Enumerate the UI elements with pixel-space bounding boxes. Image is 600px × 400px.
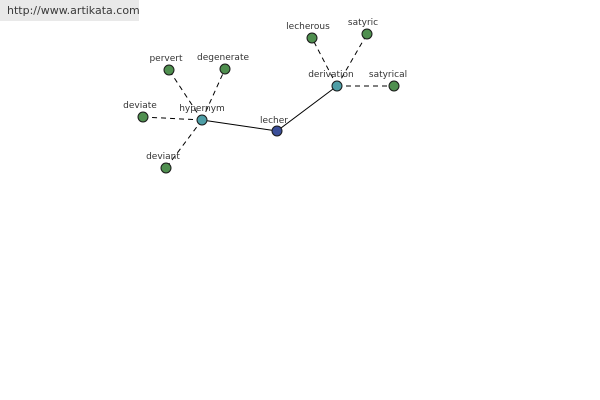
graph-nodes	[137, 28, 400, 174]
node-label-lecher: lecher	[260, 116, 288, 126]
node-label-satyric: satyric	[348, 18, 378, 28]
edge-hypernym-deviant	[165, 119, 203, 169]
edge-lecher-hypernym	[201, 119, 278, 132]
source-url-link[interactable]: http://www.artikata.com	[0, 0, 140, 21]
node-deviant[interactable]	[160, 162, 172, 174]
node-satyrical[interactable]	[388, 80, 400, 92]
edge-lecher-derivation	[276, 85, 338, 132]
node-label-deviate: deviate	[123, 101, 157, 111]
node-degenerate[interactable]	[219, 63, 231, 75]
node-satyric[interactable]	[361, 28, 373, 40]
edge-derivation-lecherous	[311, 37, 338, 87]
node-pervert[interactable]	[163, 64, 175, 76]
node-label-degenerate: degenerate	[197, 53, 249, 63]
node-label-pervert: pervert	[149, 54, 183, 64]
node-lecher[interactable]	[271, 125, 283, 137]
node-label-deviant: deviant	[146, 152, 180, 162]
node-derivation[interactable]	[331, 80, 343, 92]
edge-hypernym-degenerate	[201, 68, 226, 121]
graph-labels: lecher hypernym derivation pervert degenerat…	[123, 18, 407, 162]
node-deviate[interactable]	[137, 111, 149, 123]
node-hypernym[interactable]	[196, 114, 208, 126]
node-label-satyrical: satyrical	[369, 70, 407, 80]
node-label-lecherous: lecherous	[286, 22, 330, 32]
node-label-derivation: derivation	[308, 70, 354, 80]
edge-hypernym-pervert	[168, 69, 203, 121]
edge-derivation-satyric	[336, 33, 368, 87]
node-label-hypernym: hypernym	[179, 104, 225, 114]
edge-hypernym-deviate	[142, 116, 203, 121]
node-lecherous[interactable]	[306, 32, 318, 44]
graph-edges	[142, 33, 394, 169]
